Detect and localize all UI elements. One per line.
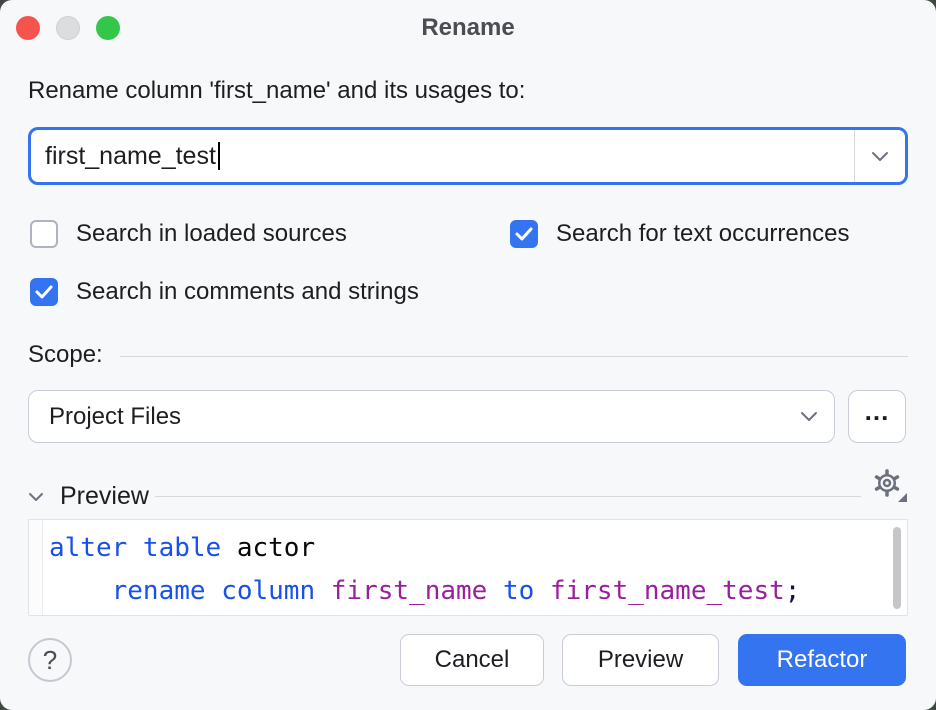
new-name-input[interactable]: first_name_test bbox=[28, 127, 908, 185]
name-history-dropdown-button[interactable] bbox=[854, 130, 905, 182]
checkbox-search-loaded-sources[interactable]: Search in loaded sources bbox=[30, 219, 347, 249]
checkbox-search-comments-strings[interactable]: Search in comments and strings bbox=[30, 277, 419, 307]
help-button[interactable]: ? bbox=[28, 638, 72, 682]
checkbox-search-text-occurrences[interactable]: Search for text occurrences bbox=[510, 219, 849, 249]
chevron-down-icon bbox=[801, 412, 817, 421]
scope-selected-value: Project Files bbox=[49, 402, 182, 430]
cancel-button[interactable]: Cancel bbox=[400, 634, 544, 686]
refactor-button-label: Refactor bbox=[776, 646, 868, 673]
checkbox-checked-icon bbox=[510, 220, 538, 248]
preview-scrollbar[interactable] bbox=[893, 527, 901, 609]
ellipsis-icon: ... bbox=[864, 396, 890, 426]
minimize-window-icon bbox=[56, 16, 80, 40]
editor-gutter bbox=[29, 520, 43, 615]
checkbox-label: Search for text occurrences bbox=[556, 220, 850, 247]
sql-code: alter table actor rename column first_na… bbox=[49, 527, 800, 613]
chevron-down-icon bbox=[872, 151, 888, 161]
checkbox-unchecked-icon bbox=[30, 220, 58, 248]
text-cursor bbox=[217, 142, 220, 170]
checkbox-label: Search in comments and strings bbox=[76, 278, 419, 305]
preview-button-label: Preview bbox=[597, 646, 684, 673]
refactor-button[interactable]: Refactor bbox=[738, 634, 906, 686]
scope-label: Scope: bbox=[28, 341, 103, 368]
question-mark-icon: ? bbox=[42, 644, 58, 675]
preview-settings-button[interactable] bbox=[872, 468, 908, 504]
window-title: Rename bbox=[421, 14, 515, 41]
checkbox-checked-icon bbox=[30, 278, 58, 306]
preview-section-label: Preview bbox=[60, 482, 149, 510]
zoom-window-icon[interactable] bbox=[96, 16, 120, 40]
preview-section-toggle[interactable]: Preview bbox=[28, 482, 149, 511]
checkmark-icon bbox=[515, 227, 533, 241]
cancel-button-label: Cancel bbox=[434, 646, 510, 673]
scope-select[interactable]: Project Files bbox=[28, 390, 835, 443]
close-window-icon[interactable] bbox=[16, 16, 40, 40]
code-line-1: alter table actor bbox=[49, 533, 316, 563]
sql-preview-pane: alter table actor rename column first_na… bbox=[28, 519, 908, 616]
scope-more-button[interactable]: ... bbox=[848, 390, 906, 443]
scope-separator-line bbox=[120, 356, 908, 357]
checkbox-label: Search in loaded sources bbox=[76, 220, 347, 247]
dropdown-corner-triangle-icon bbox=[898, 493, 907, 502]
preview-button[interactable]: Preview bbox=[562, 634, 719, 686]
preview-separator-line bbox=[155, 496, 861, 497]
new-name-value: first_name_test bbox=[45, 141, 216, 170]
gear-icon bbox=[874, 469, 900, 497]
checkmark-icon bbox=[35, 285, 53, 299]
scope-dropdown-arrow bbox=[800, 391, 818, 442]
rename-prompt-label: Rename column 'first_name' and its usage… bbox=[28, 77, 526, 104]
chevron-down-icon bbox=[29, 492, 43, 501]
title-bar: Rename bbox=[0, 0, 936, 56]
code-line-2: rename column first_name to first_name_t… bbox=[111, 576, 801, 606]
